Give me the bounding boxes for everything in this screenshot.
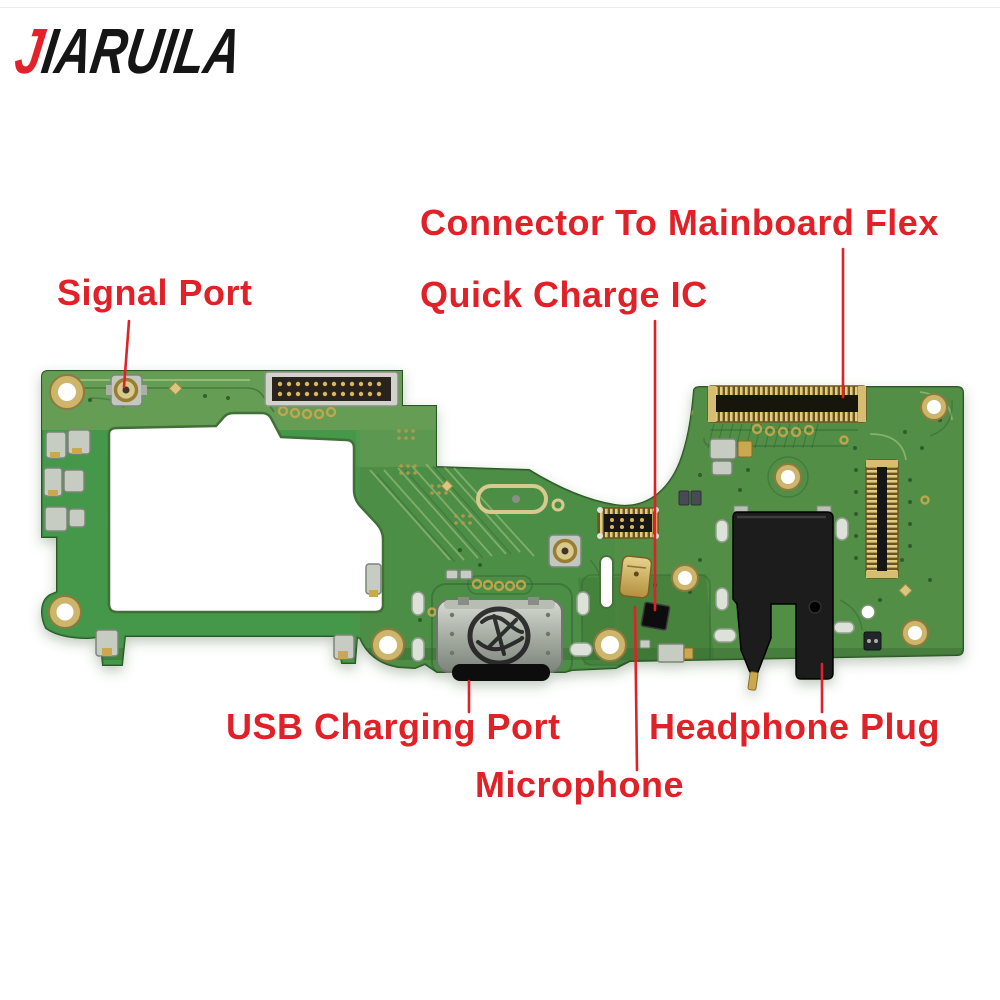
right-smd-components [639, 438, 882, 663]
btb-connector-top [264, 371, 399, 407]
marker-scribble [467, 606, 531, 666]
microphone-component [618, 555, 653, 599]
plain-hole [860, 604, 876, 620]
btb-connector-small [597, 507, 659, 539]
mounting-hole [920, 393, 948, 421]
mounting-hole [774, 463, 802, 491]
headphone-jack-component [732, 505, 834, 691]
label-connector-to-mainboard-flex: Connector To Mainboard Flex [420, 202, 939, 243]
pad-grids [397, 429, 472, 525]
window-cutout [107, 411, 385, 614]
mainboard-flex-connector [707, 385, 867, 423]
left-smd-components [43, 429, 473, 660]
mounting-hole [48, 595, 82, 629]
mounting-hole [671, 564, 699, 592]
left-smd-gold-pads [48, 448, 378, 659]
label-microphone: Microphone [475, 764, 684, 805]
antenna-coax-connector [548, 534, 582, 568]
label-signal-port: Signal Port [57, 272, 253, 313]
mounting-hole [49, 374, 85, 410]
mounting-hole [593, 628, 627, 662]
leader-lines [122, 247, 845, 772]
usb-charging-port-component [436, 597, 563, 681]
edge-solder-pads [411, 517, 855, 662]
leader-line-signal-port [122, 319, 131, 389]
slot-cutout [599, 555, 614, 609]
mounting-holes [48, 374, 948, 662]
leader-line-microphone [633, 605, 639, 772]
photo-frame-line [0, 7, 1000, 8]
signal-coax-connector [106, 374, 147, 407]
pcb-board [40, 370, 964, 691]
quick-charge-ic-chip [640, 601, 671, 631]
label-quick-charge-ic: Quick Charge IC [420, 274, 708, 315]
mounting-hole [901, 619, 929, 647]
label-headphone-plug: Headphone Plug [649, 706, 941, 747]
mounting-hole [371, 628, 405, 662]
btb-connector-right [865, 459, 899, 579]
label-usb-charging-port: USB Charging Port [226, 706, 561, 747]
